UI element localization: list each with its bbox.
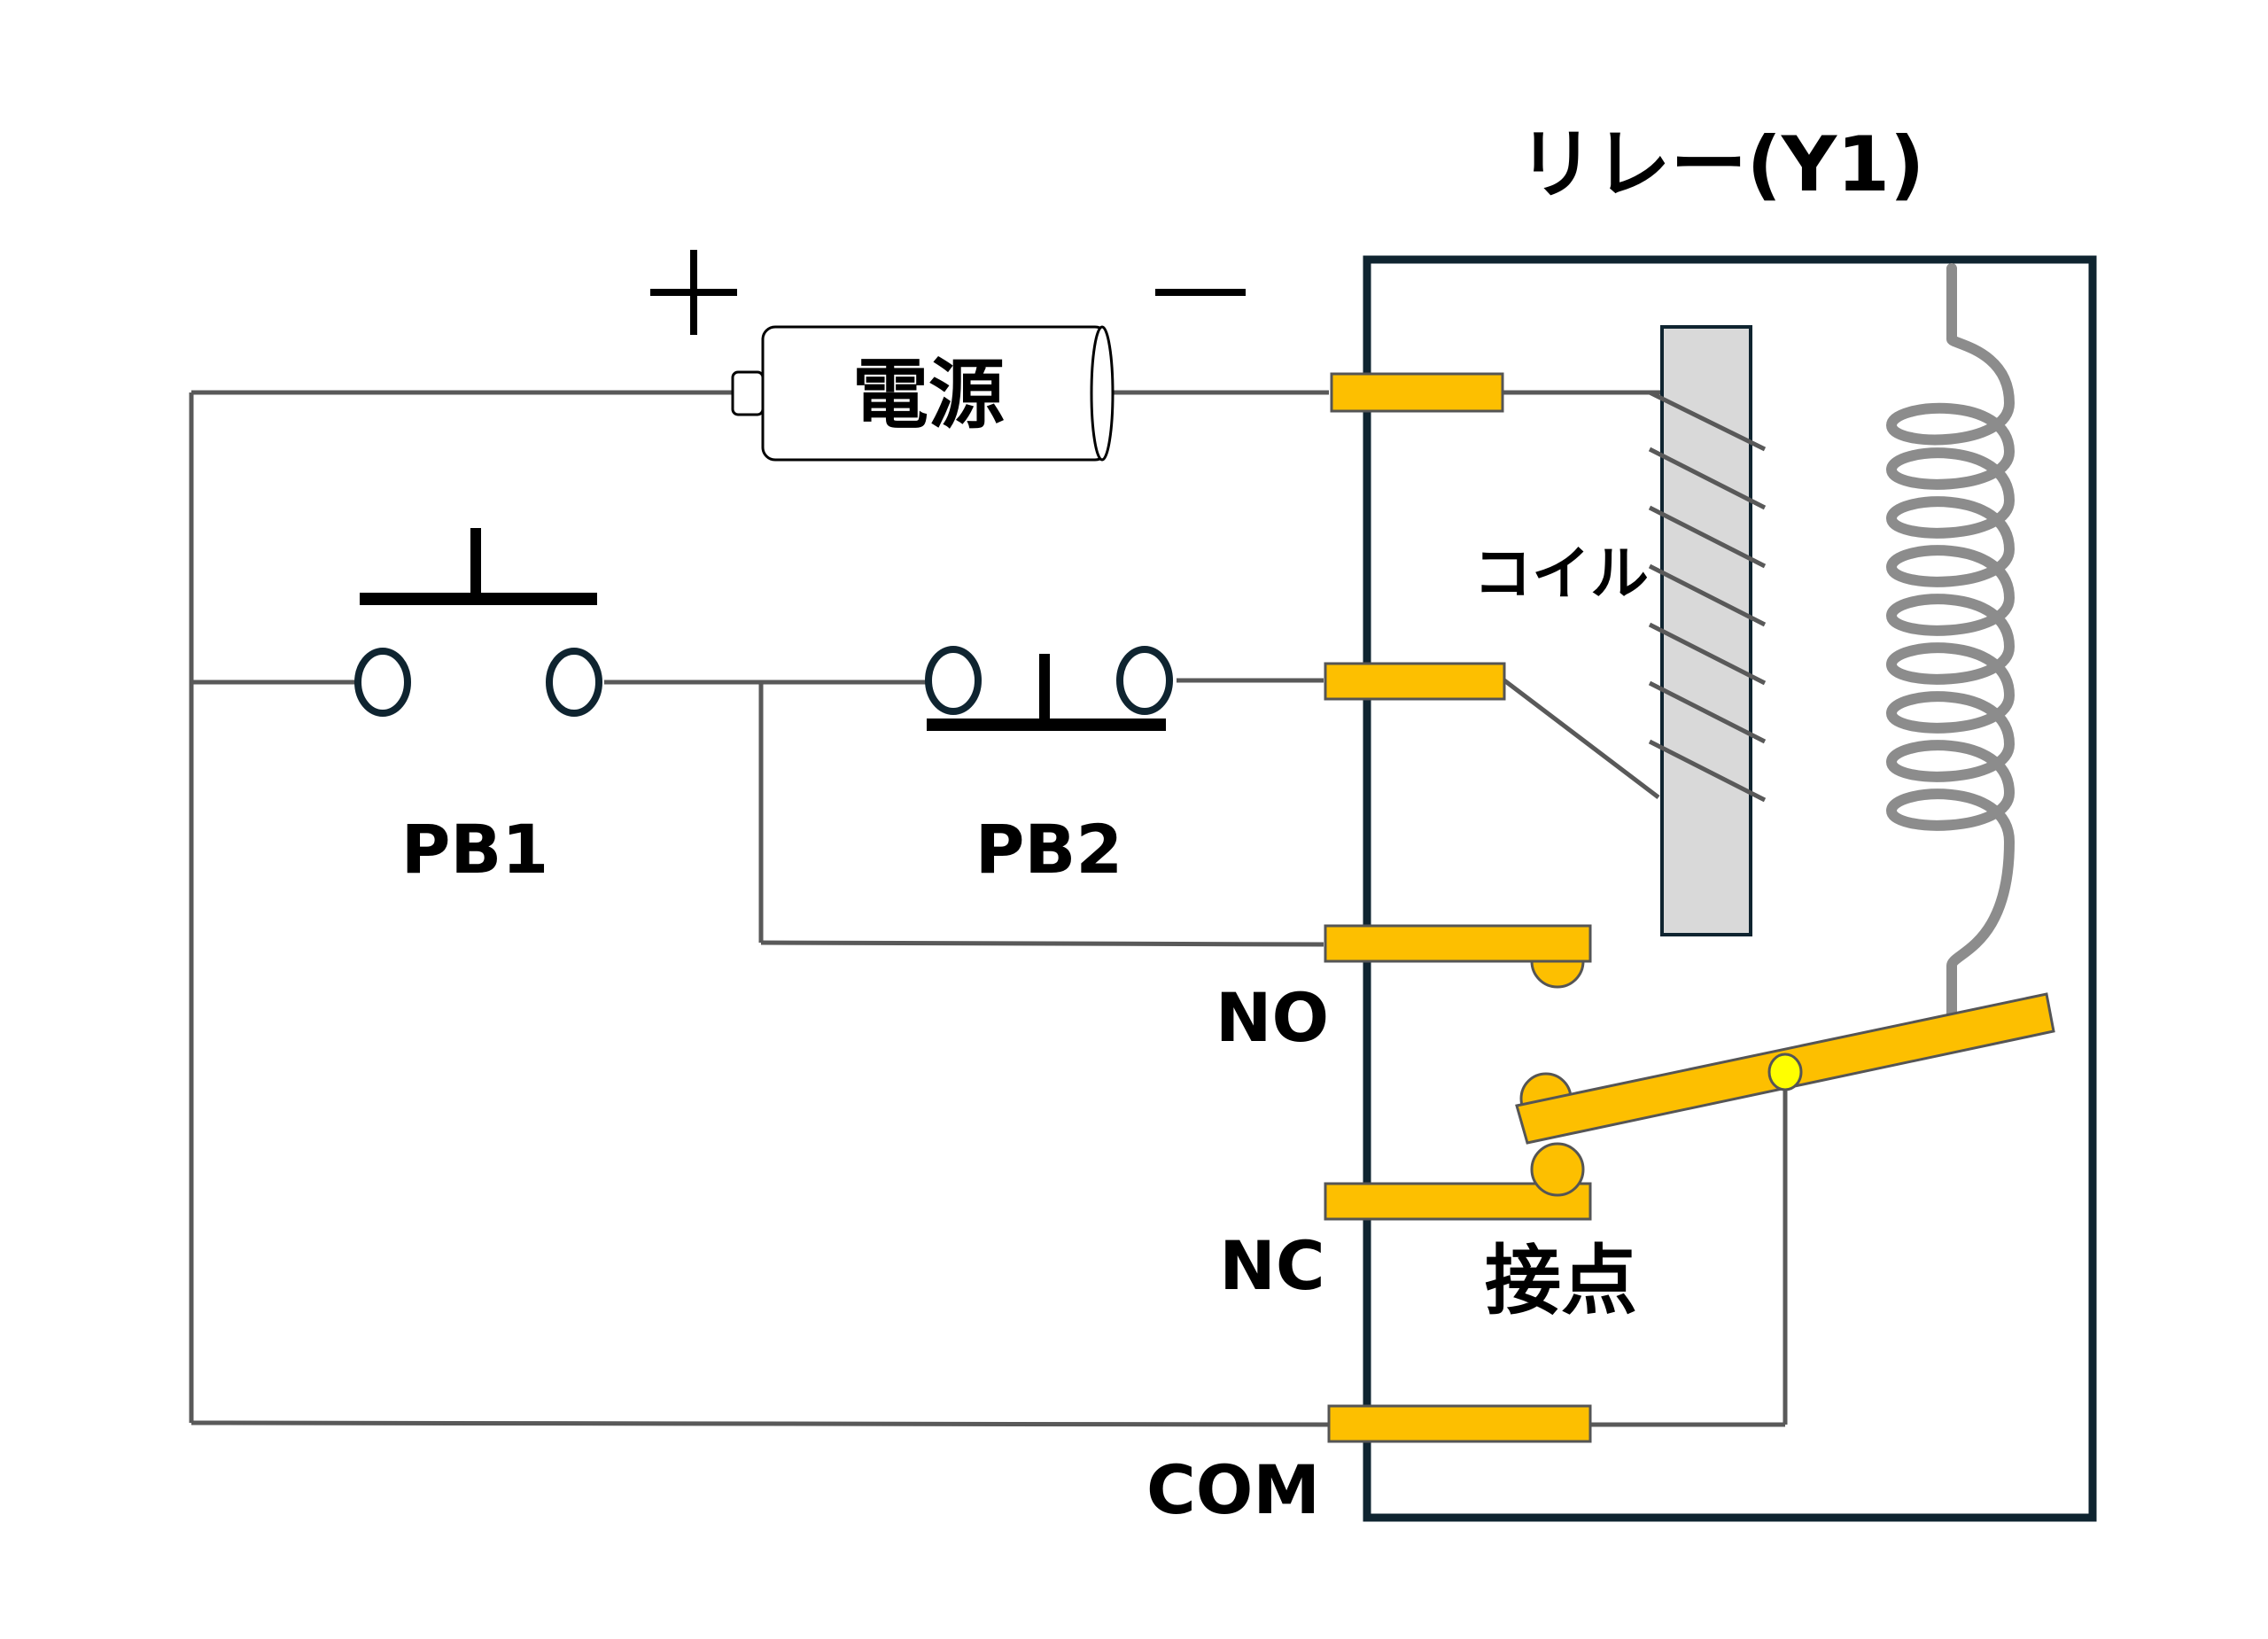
coil-winding — [1648, 680, 1767, 744]
pb2-contact-right — [1116, 646, 1173, 715]
terminals — [1324, 372, 1592, 1443]
pb1-contact-right — [546, 648, 602, 717]
terminal-com — [1327, 1404, 1592, 1443]
pb2-contact-left — [925, 646, 982, 715]
coil-winding — [1648, 447, 1767, 510]
lever-pivot — [1767, 1053, 1803, 1091]
push-button-pb2 — [925, 646, 1173, 731]
return-spring — [1885, 263, 2016, 1022]
wire-branch-to-no — [760, 940, 1324, 947]
coil-winding — [1648, 563, 1767, 627]
wire-bottom-to-com — [190, 1420, 1330, 1427]
no-contact-point — [1530, 959, 1585, 989]
wire-terminal-to-coil-bottom — [1503, 679, 1660, 799]
pb1-contact-left — [354, 648, 411, 717]
battery — [731, 325, 1115, 462]
coil-label: コイル — [1473, 540, 1649, 608]
moving-contact-bottom — [1530, 1142, 1585, 1197]
terminal-no — [1324, 924, 1592, 963]
battery-end-cap — [1090, 325, 1115, 462]
pb1-label: PB1 — [401, 810, 549, 889]
no-label: NO — [1216, 978, 1329, 1057]
coil-winding — [1648, 739, 1767, 803]
coil-windings — [1648, 390, 1767, 803]
pb2-label: PB2 — [975, 810, 1123, 889]
relay-frame — [1363, 255, 2097, 1522]
push-button-pb1 — [354, 528, 602, 717]
relay-title: リレー(Y1) — [1518, 120, 1925, 209]
com-label: COM — [1146, 1450, 1320, 1529]
battery-nub — [731, 370, 765, 416]
coil-winding — [1648, 622, 1767, 686]
wiring — [189, 390, 1788, 1427]
plus-symbol: + — [650, 250, 737, 335]
contact-label: 接点 — [1485, 1237, 1637, 1325]
nc-label: NC — [1219, 1226, 1324, 1305]
power-source-label: 電源 — [852, 351, 1005, 439]
minus-symbol: − — [1155, 289, 1246, 296]
coil-winding — [1648, 390, 1767, 452]
terminal-coil-bottom — [1324, 662, 1506, 701]
terminal-coil-top — [1330, 372, 1504, 413]
coil-winding — [1648, 505, 1767, 569]
